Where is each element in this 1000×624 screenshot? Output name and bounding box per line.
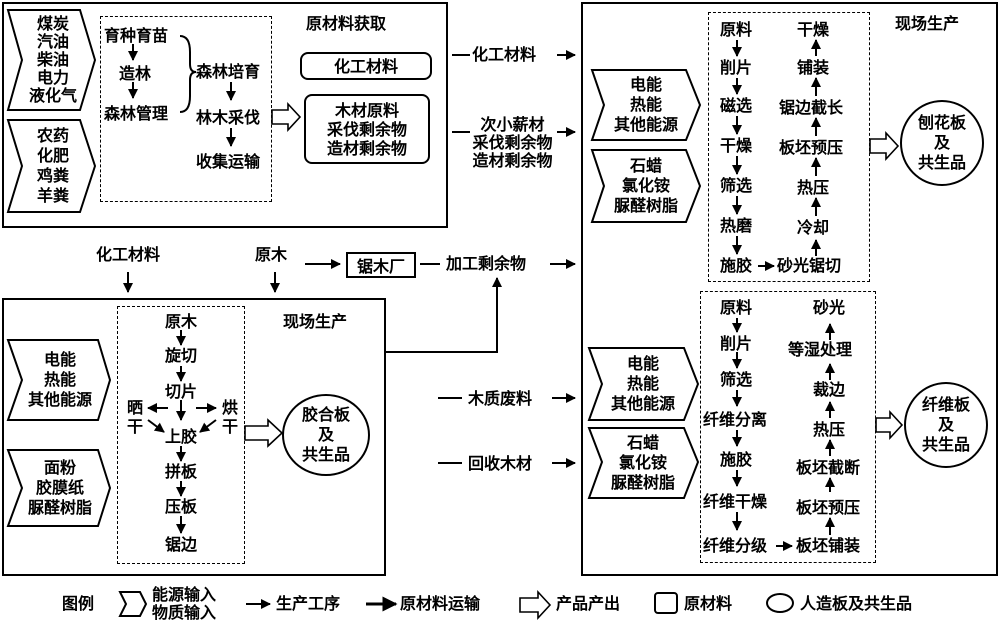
plywood-oven-dry: 烘 干 (222, 398, 239, 436)
legend-product-label: 人造板及共生品 (800, 594, 913, 613)
plywood-product: 胶合板 及 共生品 (282, 394, 370, 476)
legend-title: 图例 (62, 594, 95, 613)
energy-input-plywood-label: 电能 热能 其他能源 (27, 350, 92, 409)
pb-step-refining: 热磨 (720, 216, 753, 235)
material-input-fiberboard: 石蜡 氯化铵 脲醛树脂 (589, 428, 697, 498)
plywood-step-gluing: 上胶 (165, 427, 198, 446)
material-input-particleboard-label: 石蜡 氯化铵 脲醛树脂 (613, 156, 678, 215)
energy-input-raw: 煤炭 汽油 柴油 电力 液化气 (8, 10, 98, 110)
flow-thinning: 次小薪材 采伐剩余物 造材剩余物 (472, 115, 553, 170)
flow-chemical-left: 化工材料 (96, 245, 161, 264)
pb-step-magnetic: 磁选 (720, 96, 753, 115)
plywood-step-edging: 锯边 (165, 535, 198, 554)
energy-input-plywood: 电能 热能 其他能源 (8, 340, 112, 420)
pb-step-forming: 铺装 (797, 58, 830, 77)
fb-step-prepress: 板坯预压 (796, 498, 861, 517)
material-input-plywood: 面粉 胶膜纸 脲醛树脂 (8, 450, 112, 526)
fb-step-raw: 原料 (720, 298, 753, 317)
legend-output-label: 产品产出 (556, 594, 621, 613)
legend-material-label: 原材料 (684, 594, 733, 613)
fiberboard-product: 纤维板 及 共生品 (904, 382, 988, 468)
plywood-step-peeling: 旋切 (165, 346, 198, 365)
fb-step-conditioning: 等湿处理 (788, 340, 853, 359)
flow-processing-residue: 加工剩余物 (446, 254, 527, 273)
step-forest-management: 森林管理 (104, 104, 169, 123)
step-forest-cultivation: 森林培育 (196, 62, 261, 81)
energy-input-raw-label: 煤炭 汽油 柴油 电力 液化气 (28, 14, 77, 105)
pb-step-drying-2: 干燥 (797, 20, 830, 39)
raw-process-box (100, 16, 272, 202)
raw-section-title: 原材料获取 (306, 14, 387, 33)
material-input-raw-label: 农药 化肥 鸡粪 羊粪 (36, 126, 69, 205)
pb-step-hotpress: 热压 (797, 178, 830, 197)
step-afforestation: 造林 (119, 64, 152, 83)
energy-input-particleboard: 电能 热能 其他能源 (592, 70, 700, 140)
pb-step-prepress: 板坯预压 (779, 138, 844, 157)
particleboard-product: 刨花板 及 共生品 (900, 100, 984, 186)
legend-material-box (654, 592, 678, 614)
legend-transport-label: 原材料运输 (400, 594, 481, 613)
pb-step-chipping: 削片 (720, 58, 753, 77)
fb-step-mat-cutting: 板坯截断 (796, 458, 861, 477)
plywood-step-pressing: 压板 (165, 497, 198, 516)
pb-step-sanding: 砂光锯切 (777, 256, 842, 275)
legend-process-label: 生产工序 (276, 594, 341, 613)
material-input-raw: 农药 化肥 鸡粪 羊粪 (8, 120, 98, 212)
step-logging: 林木采伐 (196, 108, 261, 127)
plywood-sun-dry: 晒 干 (127, 398, 144, 436)
fb-step-hotpress: 热压 (813, 420, 846, 439)
fb-step-gluing: 施胶 (720, 450, 753, 469)
legend-product-oval (766, 593, 794, 613)
fb-step-fiber-drying: 纤维干燥 (703, 492, 768, 511)
material-input-particleboard: 石蜡 氯化铵 脲醛树脂 (592, 150, 700, 222)
fb-step-trimming: 裁边 (813, 380, 846, 399)
chemical-material-box: 化工材料 (300, 52, 432, 80)
plywood-step-splicing: 拼板 (165, 462, 198, 481)
material-input-plywood-label: 面粉 胶膜纸 脲醛树脂 (27, 458, 92, 517)
flow-log: 原木 (255, 245, 288, 264)
step-collection-transport: 收集运输 (196, 152, 261, 171)
fb-step-chipping: 削片 (720, 334, 753, 353)
pb-step-screening: 筛选 (720, 176, 753, 195)
pb-step-edge-cut: 锯边截长 (779, 98, 844, 117)
flow-recycled-wood: 回收木材 (468, 454, 533, 473)
fb-step-sanding: 砂光 (813, 298, 846, 317)
wood-material-box: 木材原料 采伐剩余物 造材剩余物 (304, 94, 430, 164)
plywood-section-title: 现场生产 (283, 312, 348, 331)
sawmill-box: 锯木厂 (346, 252, 416, 278)
fb-step-screening: 筛选 (720, 370, 753, 389)
board-section-title: 现场生产 (895, 14, 960, 33)
material-input-fiberboard-label: 石蜡 氯化铵 脲醛树脂 (610, 433, 675, 492)
energy-input-particleboard-label: 电能 热能 其他能源 (613, 75, 678, 134)
energy-input-fiberboard: 电能 热能 其他能源 (589, 348, 697, 420)
pb-step-gluing: 施胶 (720, 256, 753, 275)
fb-step-forming: 板坯铺装 (796, 536, 861, 555)
legend-input-label: 能源输入 物质输入 (152, 585, 217, 622)
pb-step-cooling: 冷却 (797, 218, 830, 237)
flow-wood-waste: 木质废料 (468, 389, 533, 408)
plywood-step-log: 原木 (165, 312, 198, 331)
step-breeding: 育种育苗 (104, 26, 169, 45)
pb-step-raw: 原料 (720, 20, 753, 39)
plywood-step-slicing: 切片 (165, 382, 198, 401)
energy-input-fiberboard-label: 电能 热能 其他能源 (610, 354, 675, 413)
fb-step-fiber-grading: 纤维分级 (703, 536, 768, 555)
fb-step-fiber-separation: 纤维分离 (703, 410, 768, 429)
pb-step-drying: 干燥 (720, 136, 753, 155)
flow-chemical-top: 化工材料 (472, 45, 537, 64)
